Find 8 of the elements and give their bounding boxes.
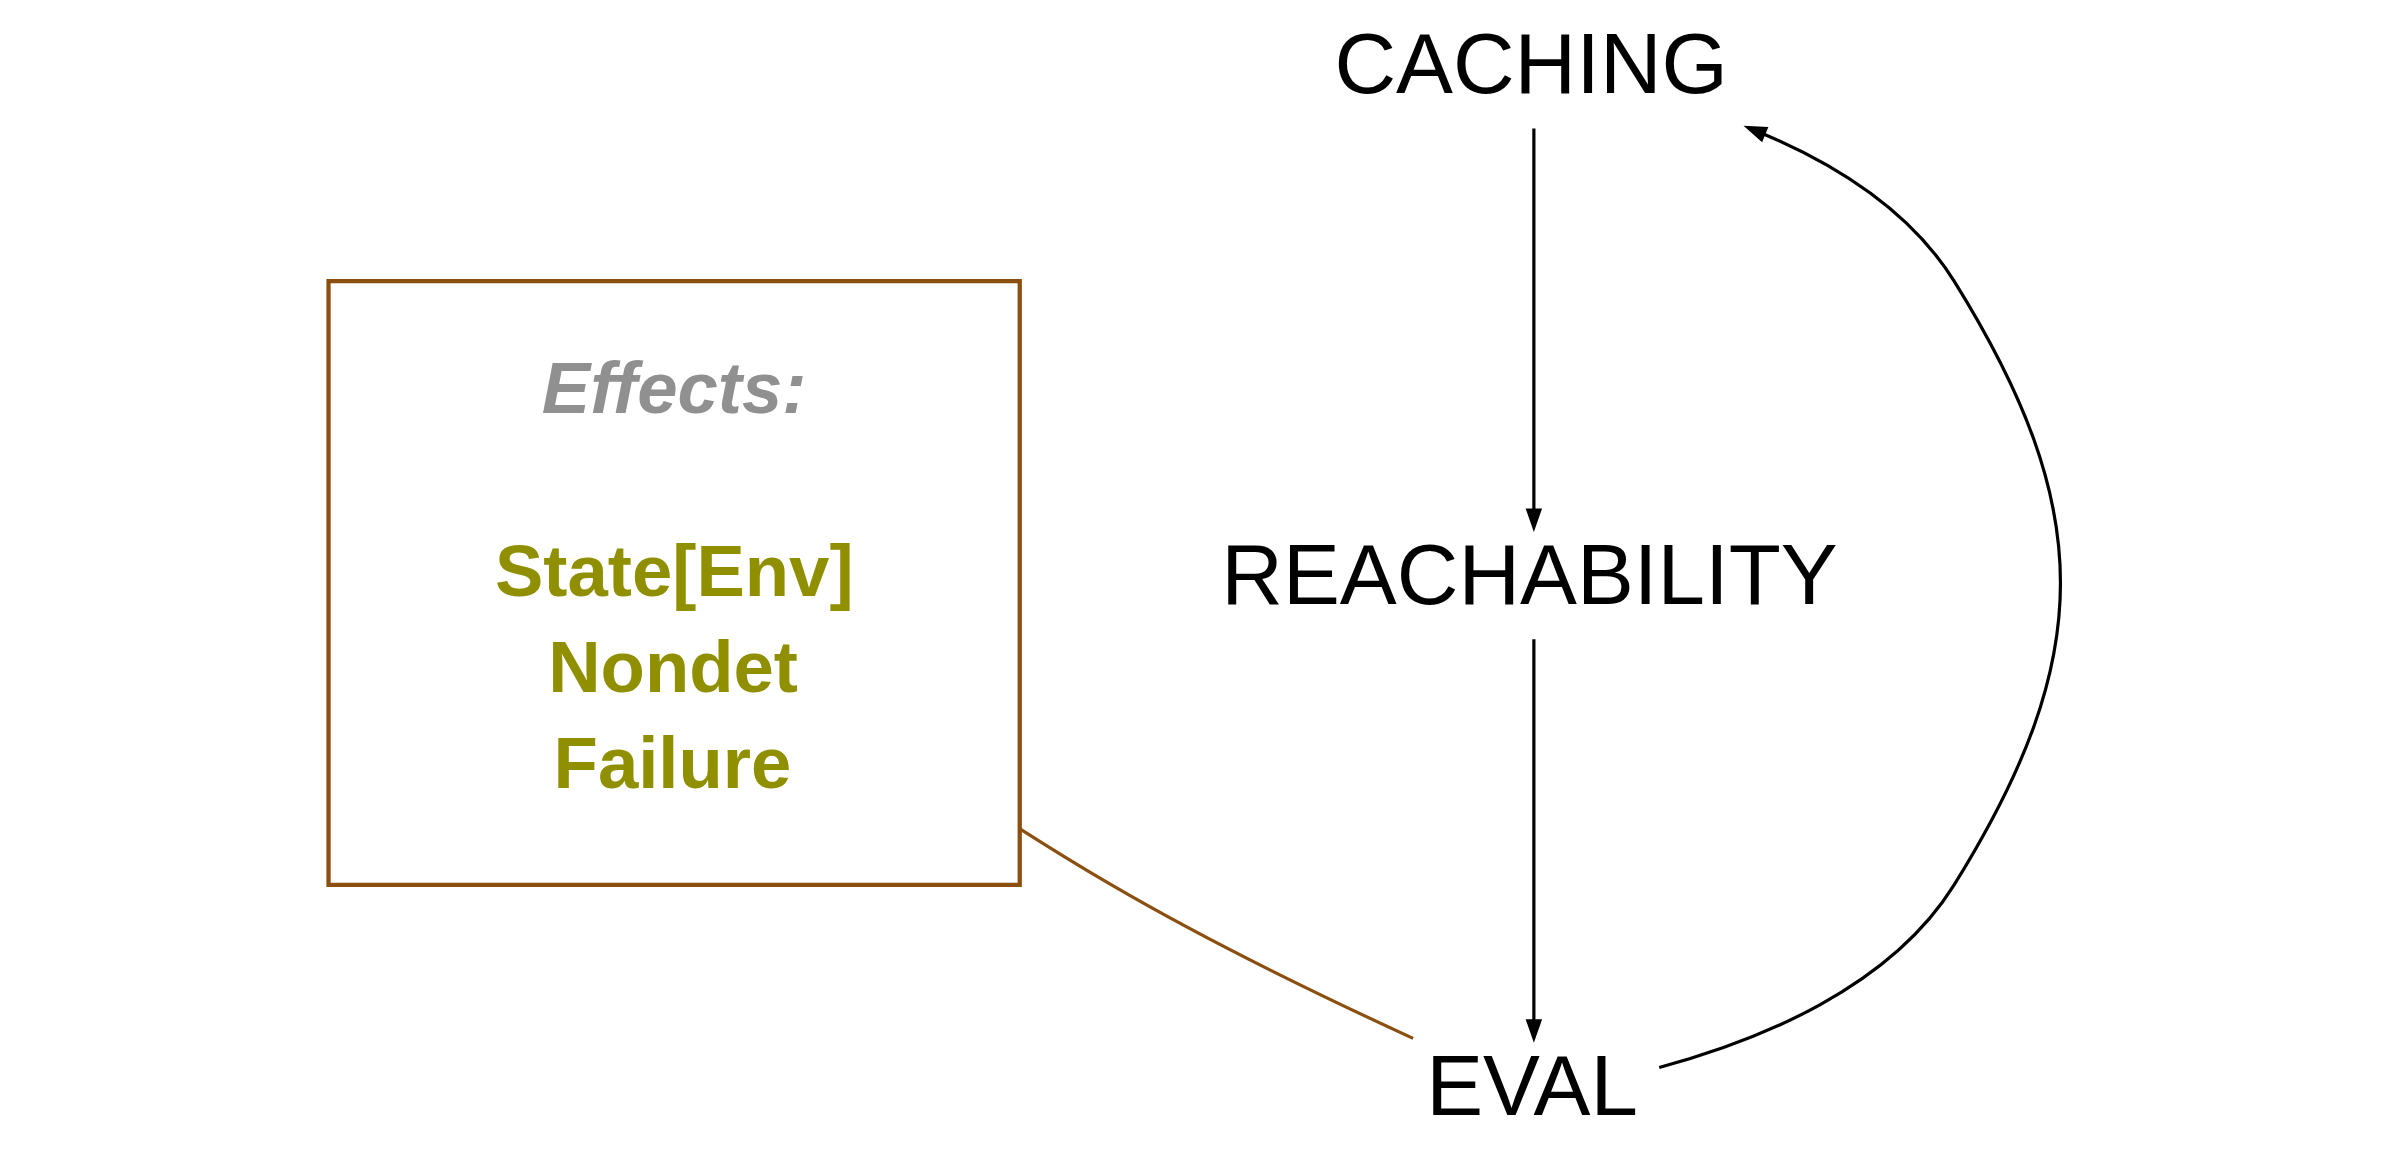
node-text: REACHABILITY <box>1220 527 1838 623</box>
arrow <box>1525 128 1542 532</box>
arrow <box>1525 639 1542 1043</box>
connector <box>1018 827 1414 1040</box>
node-box: Effects: State[Env] Nondet Failure <box>325 279 1022 887</box>
arrow <box>1658 125 2062 1069</box>
node-text: EVAL <box>1425 1038 1638 1134</box>
node-text: CACHING <box>1333 16 1728 112</box>
